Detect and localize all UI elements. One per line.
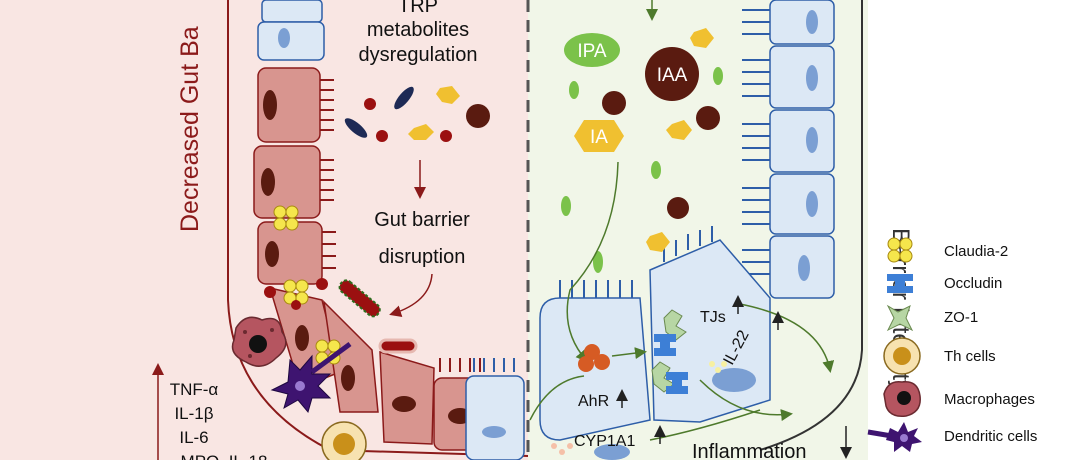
leaking-metabolite-dots (264, 278, 328, 310)
th-cell-icon (883, 337, 921, 375)
right-panel: Barrier Integrity (529, 0, 914, 460)
legend-label-claudin: Claudia-2 (944, 243, 1008, 260)
svg-text:IAA: IAA (657, 65, 688, 86)
disruption-line-2: disruption (379, 246, 466, 268)
cyp1a1-label: CYP1A1 (574, 433, 635, 450)
ia-to-ahr-path (566, 161, 619, 363)
healthy-epithelial-column (742, 0, 835, 299)
cytokine-il1b: IL-1β (174, 404, 213, 423)
legend-label-dendritic: Dendritic cells (944, 428, 1037, 445)
macrophage (231, 316, 287, 367)
dendritic-cell-icon (867, 422, 922, 452)
cyp-particles (551, 443, 573, 455)
left-panel: Decreased Gut Ba (152, 0, 529, 460)
disruption-line-1: Gut barrier (374, 209, 470, 231)
claudin-clusters (273, 205, 341, 365)
metabolites-line-2: metabolites (367, 19, 469, 41)
svg-text:IPA: IPA (577, 41, 607, 62)
il22-to-inflammation-path (739, 303, 835, 373)
tjs-label: TJs (700, 309, 726, 326)
ipa-metabolite: IPA (564, 33, 620, 67)
ahr-receptor (578, 344, 610, 372)
disruption-to-bacteria-arrow (389, 273, 433, 318)
dysregulated-metabolites (344, 86, 490, 142)
metabolites-line-3: dysregulation (359, 44, 478, 66)
th-cell (321, 421, 367, 460)
claudin-icon (887, 237, 913, 263)
boundary-cell (465, 358, 525, 460)
ahr-label: AhR (578, 393, 609, 410)
cytokine-mpo-il18: MPO, IL-18 (181, 452, 268, 460)
damaged-epithelial-cells (253, 67, 491, 451)
ahr-to-tj-arrow (611, 347, 647, 360)
legend: Claudia-2 Occludin ZO-1 Th cells Macroph… (867, 237, 1037, 452)
inflammation-label: Inflammation (692, 441, 807, 460)
legend-label-occludin: Occludin (944, 275, 1002, 292)
scattered-metabolites (561, 28, 723, 273)
occludin-icon (887, 274, 913, 293)
cytokine-il6: IL-6 (179, 428, 208, 447)
tj-to-inflammation-path (699, 379, 793, 422)
ia-metabolite: IA (574, 120, 624, 152)
il22-particles (709, 361, 727, 373)
cytokine-tnf: TNF-α (170, 380, 219, 399)
metabolites-line-1: TRP (398, 0, 438, 17)
legend-label-macrophage: Macrophages (944, 391, 1035, 408)
zo1-icon (886, 304, 914, 332)
right-lamina-line (759, 0, 863, 451)
legend-label-zo1: ZO-1 (944, 309, 978, 326)
macrophage-icon (883, 381, 921, 418)
lamina-propria-line (227, 0, 529, 457)
left-side-title: Decreased Gut Ba (176, 26, 204, 232)
legend-label-th: Th cells (944, 348, 996, 365)
iaa-metabolite: IAA (645, 47, 699, 101)
dendritic-cell (270, 341, 352, 414)
healthy-top-cells (257, 0, 325, 61)
cyp-to-ahr-path (529, 375, 585, 421)
bacteria (338, 279, 418, 354)
svg-text:IA: IA (590, 127, 608, 148)
occludin-zo1-junction (651, 309, 688, 394)
